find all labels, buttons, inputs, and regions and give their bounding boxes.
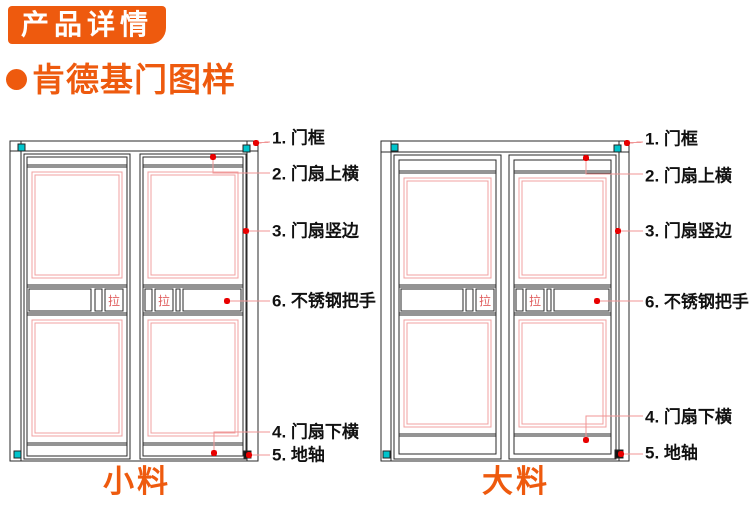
glass-panel xyxy=(34,322,120,434)
bullet-icon xyxy=(6,69,27,90)
annotation-dot xyxy=(252,139,260,147)
pivot-markers xyxy=(13,143,252,459)
handle-pull-label: 拉 xyxy=(108,293,120,308)
handle-pull-label: 拉 xyxy=(529,293,541,308)
large-door-caption: 大料 xyxy=(482,464,550,499)
label-6-steel-handle: 6. 不锈钢把手 xyxy=(272,291,376,311)
glass-panel xyxy=(403,177,492,279)
label-4-leaf-bottom-rail: 4. 门扇下横 xyxy=(272,422,359,442)
handle-box xyxy=(475,288,495,312)
door-leaf: 拉 xyxy=(508,154,617,460)
glass-panel xyxy=(518,177,607,279)
glass-panel xyxy=(406,322,489,425)
annotation-dot xyxy=(582,154,590,162)
handle-pull-label: 拉 xyxy=(158,293,170,308)
page-title-row: 肯德基门图样 xyxy=(6,63,236,96)
label-1-door-frame: 1. 门框 xyxy=(645,129,698,149)
annotation-lines xyxy=(212,141,644,456)
annotation-dot xyxy=(223,297,231,305)
handle-box xyxy=(154,288,174,312)
glass-panel xyxy=(34,174,120,276)
handle-rail-box xyxy=(553,288,610,312)
glass-panel xyxy=(521,180,604,276)
handle-rail-strip xyxy=(175,288,181,312)
label-4-leaf-bottom-rail: 4. 门扇下横 xyxy=(645,407,732,427)
glass-panel xyxy=(147,171,239,279)
glass-panel xyxy=(150,174,236,276)
door-frame xyxy=(380,140,630,462)
handle-rail-strip xyxy=(465,288,474,312)
handle-rail-box xyxy=(400,288,464,312)
large-door-diagram: 拉 拉 xyxy=(380,140,630,462)
glass-panel xyxy=(150,322,236,434)
pivot-marker xyxy=(382,450,391,459)
annotation-dot xyxy=(593,297,601,305)
small-door-diagram: 拉 拉 xyxy=(9,140,259,462)
pivot-marker xyxy=(17,143,26,152)
handle-rail-strip xyxy=(515,288,524,312)
label-1-door-frame: 1. 门框 xyxy=(272,128,325,148)
glass-panel xyxy=(31,171,123,279)
door-frame xyxy=(9,140,259,462)
label-3-leaf-stile: 3. 门扇竖边 xyxy=(272,221,359,241)
annotation-dot xyxy=(623,139,631,147)
handle-rail-strip xyxy=(546,288,552,312)
pivot-markers xyxy=(382,143,624,459)
handle-box xyxy=(104,288,124,312)
annotation-dot xyxy=(617,450,625,458)
handle-rail-box xyxy=(182,288,242,312)
page-title: 肯德基门图样 xyxy=(32,61,236,98)
handle-rail-strip xyxy=(144,288,153,312)
annotation-dot xyxy=(210,449,218,457)
glass-panel xyxy=(521,322,604,425)
door-leaf: 拉 xyxy=(393,154,502,460)
handle-rail-strip xyxy=(94,288,103,312)
annotation-dots xyxy=(209,139,631,459)
door-leaf: 拉 xyxy=(23,153,131,460)
pivot-marker xyxy=(13,450,22,459)
handle-pull-label: 拉 xyxy=(479,293,491,308)
label-2-leaf-top-rail: 2. 门扇上横 xyxy=(645,166,732,186)
glass-panel xyxy=(406,180,489,276)
pivot-marker xyxy=(613,144,622,153)
glass-panel xyxy=(31,319,123,437)
label-2-leaf-top-rail: 2. 门扇上横 xyxy=(272,164,359,184)
pivot-marker xyxy=(242,144,251,153)
section-header-text: 产品详情 xyxy=(21,9,154,40)
label-6-steel-handle: 6. 不锈钢把手 xyxy=(645,292,749,312)
glass-panel xyxy=(147,319,239,437)
label-5-floor-pivot: 5. 地轴 xyxy=(272,445,325,465)
handle-rail-box xyxy=(28,288,92,312)
pivot-marker xyxy=(390,143,399,152)
annotation-dot xyxy=(245,451,253,459)
door-leaf: 拉 xyxy=(139,153,247,460)
label-5-floor-pivot: 5. 地轴 xyxy=(645,443,698,463)
annotation-dot xyxy=(209,153,217,161)
annotation-dot xyxy=(614,227,622,235)
annotation-dot xyxy=(582,436,590,444)
label-3-leaf-stile: 3. 门扇竖边 xyxy=(645,221,732,241)
handle-box xyxy=(525,288,545,312)
annotation-dot xyxy=(242,227,250,235)
small-door-caption: 小料 xyxy=(103,464,171,499)
section-header-badge: 产品详情 xyxy=(8,6,167,44)
glass-panel xyxy=(518,319,607,428)
glass-panel xyxy=(403,319,492,428)
